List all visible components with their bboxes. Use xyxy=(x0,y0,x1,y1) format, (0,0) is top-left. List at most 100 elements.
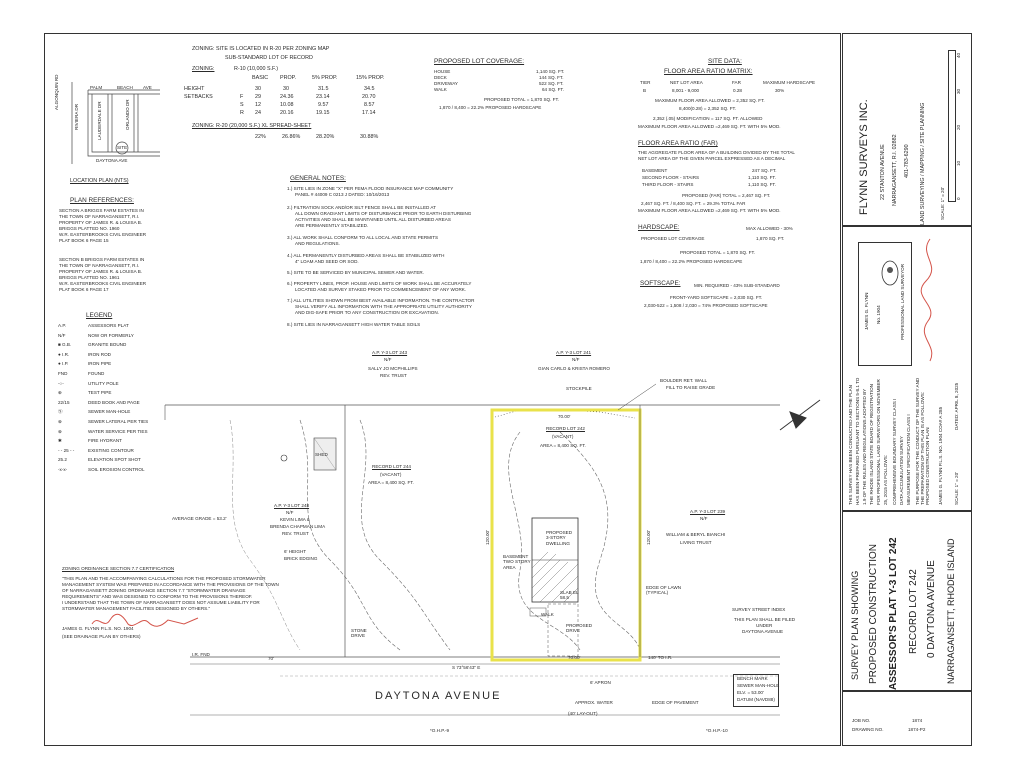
note-line: SHALL VERIFY ALL INFORMATION WITH THE AP… xyxy=(295,304,472,309)
legend-label: UTILITY POLE xyxy=(88,380,119,386)
zoning-cell: 34.5 xyxy=(364,86,375,92)
tb-cert-line: 25, 2015 AS FOLLOWS: xyxy=(883,454,888,505)
bench-a: BENCH MARK xyxy=(737,676,768,681)
zoning-row-code: F xyxy=(240,94,244,100)
coverage-total: PROPOSED TOTAL = 1,870 SQ. FT. xyxy=(484,97,560,102)
legend-symbol: 22/15 xyxy=(58,399,70,405)
plan-dist-right: 140' TO I.R. xyxy=(648,655,673,660)
coverage-label: DECK xyxy=(434,75,447,80)
coverage-label: WALK xyxy=(434,87,447,92)
zoning-row-code: R xyxy=(240,110,244,116)
zoning-r20-val: 30.88% xyxy=(360,134,379,140)
plan-ap-248: A.P. Y-3 LOT 248 xyxy=(274,503,310,508)
street-index-b: THIS PLAN SHALL BE FILED xyxy=(734,617,796,622)
certification-signature xyxy=(91,613,199,627)
project-title-1: SURVEY PLAN SHOWING xyxy=(850,570,860,680)
plan-nf-239: N/F xyxy=(700,516,708,521)
plan-ref-line: BRIGGS PLATTED NO. 1961 xyxy=(59,275,120,280)
legend-item: ● I.P.IRON PIPE xyxy=(58,361,208,371)
legend-item: 22/15 DEED BOOK AND PAGE xyxy=(58,400,208,410)
seal-no: No. 1904 xyxy=(876,305,881,324)
zoning-cell: 12 xyxy=(255,102,261,108)
plan-ref-line: PLAT BOOK 6 PAGE 17 xyxy=(59,287,109,292)
plan-ref-line: W.R. EASTERBROOKS CIVIL ENGINEER xyxy=(59,232,147,237)
notes-title: GENERAL NOTES: xyxy=(290,175,346,182)
plan-stockpile: STOCKPILE xyxy=(566,386,592,391)
title-address1: 22 STANTON AVENUE xyxy=(880,144,886,200)
plan-dim-bot: 70.00' xyxy=(568,655,581,660)
zoning-cell: 8.57 xyxy=(364,102,375,108)
legend-label: SEWER MAN-HOLE xyxy=(88,409,131,415)
legend-label: DEED BOOK AND PAGE xyxy=(88,399,140,405)
cert-line: I UNDERSTAND THAT THE TOWN OF NARRAGANSE… xyxy=(62,600,260,605)
legend-item: ● I.R.IRON ROD xyxy=(58,352,208,362)
bench-d: DATUM (NAVD88) xyxy=(737,697,775,702)
location-street-ave: AVE xyxy=(143,85,152,90)
plan-owner-239a: WILLIAM & BERYL BIANCHI xyxy=(666,532,726,537)
plan-ref-line: W.R. EASTERBROOKS CIVIL ENGINEER xyxy=(59,281,147,286)
title-block-divider-3 xyxy=(842,690,972,692)
zoning-cell: 31.5 xyxy=(318,86,329,92)
legend-symbol: ● I.P. xyxy=(58,361,69,367)
tb-cert-line: 1.9 OF THE RULES AND REGULATIONS ADOPTED… xyxy=(862,388,867,505)
tb-signed: JAMES G. FLYNN P.L.S. NO. 1904 COA# A 28… xyxy=(938,406,943,505)
drawing-label: DRAWING NO. xyxy=(852,727,884,732)
plan-boulder: BOULDER RET. WALL xyxy=(660,378,708,383)
legend-label: EXISTING CONTOUR xyxy=(88,447,134,453)
zoning-col-3: 5% PROP. xyxy=(312,75,338,81)
legend-item: ■ G.B.GRANITE BOUND xyxy=(58,342,208,352)
zoning-cell: 30 xyxy=(283,86,289,92)
location-street-beach: BEACH xyxy=(117,85,133,90)
far-col: TIER xyxy=(640,80,651,85)
coverage-label: HOUSE xyxy=(434,69,451,74)
plan-ref-line: SECTION B BRIGGS FARM ESTATES IN xyxy=(59,257,145,262)
legend-item: ⊗SEWER LATERAL PER TIES xyxy=(58,419,208,429)
plan-ap-243: A.P. Y-3 LOT 243 xyxy=(372,350,408,355)
zoning-cell: 10.08 xyxy=(280,102,294,108)
legend-item: ⊗WATER SERVICE PER TIES xyxy=(58,429,208,439)
location-plan-map xyxy=(71,82,160,164)
note-line: LOCATED AND SURVEY STAKED PRIOR TO COMME… xyxy=(295,287,467,292)
plan-prop-drive: PROPOSED DRIVE xyxy=(566,623,593,634)
legend-item: ⊕TEST PIPE xyxy=(58,390,208,400)
zoning-cell: 24 xyxy=(255,110,261,116)
tb-purpose: THE PURPOSE FOR THE CONDUCT OF THE SURVE… xyxy=(915,377,930,505)
far-total: PROPOSED (FAR) TOTAL = 2,467 SQ. FT. xyxy=(682,193,771,198)
site-data-title: SITE DATA: xyxy=(708,58,742,65)
plan-owner-248c: REV. TRUST xyxy=(282,531,309,536)
legend-label: TEST PIPE xyxy=(88,390,112,396)
zoning-r20-line: ZONING: R-20 (20,000 S.F.) XL SPREAD-SHE… xyxy=(192,123,312,129)
title-services: LAND SURVEYING / MAPPING / SITE PLANNING xyxy=(920,102,926,225)
legend-label: ELEVATION SPOT SHOT xyxy=(88,457,141,463)
note-line: 5.) SITE TO BE SERVICED BY MUNICIPAL SEW… xyxy=(287,270,424,275)
legend-item: N/F NOW OR FORMERLY xyxy=(58,333,208,343)
softscape-front: FRONT-YARD SOFTSCAPE = 2,030 SQ. FT. xyxy=(670,295,763,300)
average-grade: AVERAGE GRADE = 53.2' xyxy=(172,516,227,521)
floor-value: 1,110 SQ. FT. xyxy=(748,175,776,180)
project-title-3: ASSESSOR'S PLAT Y-3 LOT 242 xyxy=(888,537,899,690)
location-plan-title: LOCATION PLAN (NTS) xyxy=(70,178,129,184)
project-title-2: PROPOSED CONSTRUCTION xyxy=(868,543,879,684)
plan-slab: SLAB EL 58.5 xyxy=(560,590,579,601)
plan-nf-243: N/F xyxy=(384,357,392,362)
tb-cert-line: THIS SURVEY HAS BEEN CONDUCTED AND THE P… xyxy=(848,385,853,505)
note-line: 1.) SITE LIES IN ZONE "X" PER FEMA FLOOD… xyxy=(287,186,454,191)
title-block-border xyxy=(842,33,972,746)
title-scale: SCALE: 1" = 20' xyxy=(940,186,945,220)
plan-record-244: RECORD LOT 244 xyxy=(372,464,411,469)
legend-item: -x-x-SOIL EROSION CONTROL xyxy=(58,467,208,477)
far-line: MAXIMUM FLOOR AREA ALLOWED =2,469 SQ. FT… xyxy=(638,124,781,129)
note-line: ALL DOWN GRADIANT LIMITS OF DISTURBANCE … xyxy=(295,211,472,216)
cert-line: REQUIREMENTS" AND WAS DESIGNED TO CONFOR… xyxy=(62,594,253,599)
note-line: AND DIG-SAFE PRIOR TO ANY CONSTRUCTION O… xyxy=(295,310,439,315)
plan-owner-241: GIAN CARLO & KRISTA ROMERO xyxy=(538,366,610,371)
legend-label: NOW OR FORMERLY xyxy=(88,332,134,338)
cert-line: "THIS PLAN AND THE ACCOMPANYING CALCULAT… xyxy=(62,576,266,581)
plan-shed: SHED xyxy=(315,452,328,457)
far-line: 8,400(0.28) = 2,352 SQ. FT. xyxy=(679,106,737,111)
legend-label: FIRE HYDRANT xyxy=(88,438,122,444)
plan-nf-248: N/F xyxy=(286,510,294,515)
legend-symbol: N/F xyxy=(58,332,66,338)
